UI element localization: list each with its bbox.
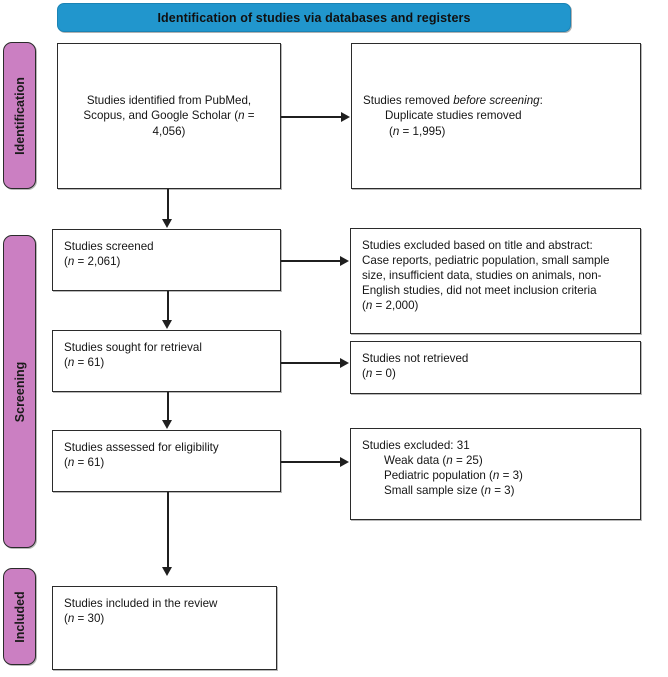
stage-bar-screening: Screening xyxy=(3,235,36,548)
identified-line-2-pre: Scopus, and Google Scholar ( xyxy=(83,109,239,123)
arrow-screened-to-excluded-ta xyxy=(340,255,349,266)
box-studies-identified-text: Studies identified from PubMed, Scopus, … xyxy=(83,93,254,138)
not-retrieved-line-2-n: n xyxy=(365,367,373,381)
included-line-2-n: n xyxy=(67,612,75,626)
box-excluded-eligibility-text: Studies excluded: 31 Weak data (n = 25) … xyxy=(362,438,629,498)
removed-line-2: Duplicate studies removed xyxy=(385,109,522,123)
box-studies-excluded-title-abstract: Studies excluded based on title and abst… xyxy=(350,228,641,334)
box-studies-not-retrieved-text: Studies not retrieved (n = 0) xyxy=(362,351,629,381)
box-studies-included-text: Studies included in the review (n = 30) xyxy=(64,596,265,626)
connector-screened-to-excluded-ta xyxy=(281,260,341,262)
arrow-identified-to-screened xyxy=(161,219,172,228)
connector-identified-to-screened xyxy=(167,189,169,220)
excluded-ta-line-5-post: = 2,000) xyxy=(372,299,419,313)
arrow-assessed-to-included xyxy=(161,567,172,576)
identified-line-2-post: = xyxy=(244,109,255,123)
stage-bar-identification: Identification xyxy=(3,42,36,189)
removed-line-1-pre: Studies removed xyxy=(363,94,454,108)
excluded-ta-line-2: Case reports, pediatric population, smal… xyxy=(362,254,610,268)
box-studies-removed-before-screening: Studies removed before screening: Duplic… xyxy=(351,43,641,189)
arrow-assessed-to-excluded-eligibility xyxy=(340,456,349,467)
arrow-sought-to-not-retrieved xyxy=(340,357,349,368)
sought-line-2-pre: ( xyxy=(64,356,68,370)
box-excluded-title-abstract-text: Studies excluded based on title and abst… xyxy=(362,238,629,313)
stage-bar-included: Included xyxy=(3,568,36,665)
excluded-ta-line-5-n: n xyxy=(365,299,373,313)
box-studies-sought-for-retrieval: Studies sought for retrieval (n = 61) xyxy=(52,330,281,392)
excluded-ta-line-1: Studies excluded based on title and abst… xyxy=(362,239,593,252)
removed-line-3-post: = 1,995) xyxy=(399,124,446,138)
excluded-ta-line-3: size, insufficient data, studies on anim… xyxy=(362,269,602,283)
excluded-elig-line-3-pre: Pediatric population ( xyxy=(384,469,493,483)
box-studies-not-retrieved: Studies not retrieved (n = 0) xyxy=(350,341,641,394)
connector-assessed-to-included xyxy=(167,492,169,568)
screened-line-2-n: n xyxy=(67,255,75,269)
box-studies-screened: Studies screened (n = 2,061) xyxy=(52,229,281,291)
connector-assessed-to-excluded-eligibility xyxy=(281,461,341,463)
excluded-elig-line-4-n: n xyxy=(484,484,491,498)
removed-line-3-wrap: (n = 1,995) xyxy=(363,124,543,139)
excluded-elig-line-1: Studies excluded: 31 xyxy=(362,439,470,452)
arrow-identified-to-removed xyxy=(341,111,350,122)
excluded-ta-line-5-pre: ( xyxy=(362,299,366,313)
removed-line-3-n: n xyxy=(392,124,400,138)
stage-label-included: Included xyxy=(12,590,27,643)
connector-screened-to-sought xyxy=(167,291,169,321)
screened-line-2-pre: ( xyxy=(64,255,68,269)
diagram-banner: Identification of studies via databases … xyxy=(57,3,571,32)
removed-line-3-pre: ( xyxy=(389,124,393,138)
connector-sought-to-assessed xyxy=(167,392,169,421)
identified-line-1: Studies identified from PubMed, xyxy=(86,94,252,108)
assessed-line-2-n: n xyxy=(67,456,75,470)
excluded-elig-line-4-post: = 3) xyxy=(490,484,515,498)
removed-line-1-post: : xyxy=(539,94,543,108)
included-line-1: Studies included in the review xyxy=(64,597,218,610)
banner-label: Identification of studies via databases … xyxy=(157,10,471,25)
not-retrieved-line-2-post: = 0) xyxy=(372,367,396,381)
box-studies-assessed-for-eligibility: Studies assessed for eligibility (n = 61… xyxy=(52,430,281,492)
screened-line-2-post: = 2,061) xyxy=(74,255,121,269)
box-studies-assessed-text: Studies assessed for eligibility (n = 61… xyxy=(64,440,269,470)
connector-identified-to-removed xyxy=(281,116,342,118)
excluded-elig-line-3-n: n xyxy=(492,469,500,483)
excluded-elig-line-4: Small sample size (n = 3) xyxy=(362,483,629,498)
assessed-line-1: Studies assessed for eligibility xyxy=(64,441,219,454)
box-studies-identified: Studies identified from PubMed, Scopus, … xyxy=(57,43,281,189)
included-line-2-post: = 30) xyxy=(74,612,105,626)
box-studies-removed-text: Studies removed before screening: Duplic… xyxy=(363,93,543,138)
excluded-elig-line-2-n: n xyxy=(446,454,453,468)
excluded-elig-line-2-pre: Weak data ( xyxy=(384,454,447,468)
screened-line-1: Studies screened xyxy=(64,240,154,253)
box-studies-excluded-eligibility: Studies excluded: 31 Weak data (n = 25) … xyxy=(350,428,641,520)
included-line-2-pre: ( xyxy=(64,612,68,626)
arrow-screened-to-sought xyxy=(161,320,172,329)
sought-line-2-post: = 61) xyxy=(74,356,105,370)
connector-sought-to-not-retrieved xyxy=(281,362,341,364)
stage-label-identification: Identification xyxy=(12,76,27,155)
stage-label-screening: Screening xyxy=(12,361,27,422)
excluded-elig-line-2-post: = 25) xyxy=(452,454,483,468)
arrow-sought-to-assessed xyxy=(161,420,172,429)
excluded-elig-line-3-post: = 3) xyxy=(499,469,523,483)
excluded-ta-line-4: English studies, did not meet inclusion … xyxy=(362,284,597,298)
removed-line-1-italic: before screening xyxy=(453,94,540,108)
box-studies-included-in-review: Studies included in the review (n = 30) xyxy=(52,586,277,670)
assessed-line-2-pre: ( xyxy=(64,456,68,470)
box-studies-sought-text: Studies sought for retrieval (n = 61) xyxy=(64,340,269,370)
excluded-elig-line-4-pre: Small sample size ( xyxy=(384,484,485,498)
box-studies-screened-text: Studies screened (n = 2,061) xyxy=(64,239,269,269)
not-retrieved-line-1: Studies not retrieved xyxy=(362,352,469,365)
excluded-elig-line-3: Pediatric population (n = 3) xyxy=(362,468,629,483)
not-retrieved-line-2-pre: ( xyxy=(362,367,366,381)
excluded-elig-line-2: Weak data (n = 25) xyxy=(362,453,629,468)
sought-line-1: Studies sought for retrieval xyxy=(64,341,202,354)
sought-line-2-n: n xyxy=(67,356,75,370)
assessed-line-2-post: = 61) xyxy=(74,456,105,470)
identified-line-3: 4,056) xyxy=(152,124,186,138)
identified-line-2-n: n xyxy=(238,109,245,123)
